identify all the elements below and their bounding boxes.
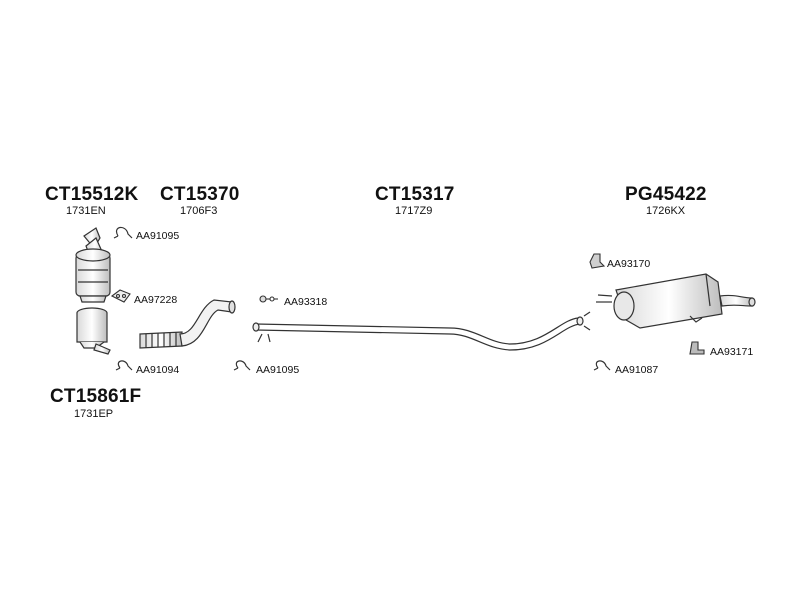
accessory-label-gasket[interactable]: AA97228	[134, 294, 178, 306]
front-pipe-image[interactable]	[139, 299, 236, 349]
oe-ref-particulate-filter: 1731EP	[74, 408, 114, 420]
bolt-icon[interactable]	[259, 295, 278, 303]
part-code-rear-silencer[interactable]: PG45422	[625, 184, 707, 205]
part-code-particulate-filter[interactable]: CT15861F	[50, 386, 142, 407]
particulate-filter-image[interactable]	[76, 307, 111, 355]
oe-ref-front-pipe: 1706F3	[180, 205, 218, 217]
part-code-intermediate-pipe[interactable]: CT15317	[375, 184, 455, 205]
accessory-label-clamp-1[interactable]: AA91095	[136, 230, 180, 242]
accessory-label-clamp-3[interactable]: AA91095	[256, 364, 300, 376]
oe-ref-rear-silencer: 1726KX	[646, 205, 686, 217]
rubber-mount-icon[interactable]	[689, 341, 705, 355]
accessory-label-clamp-4[interactable]: AA91087	[615, 364, 659, 376]
clamp-icon[interactable]	[113, 226, 133, 239]
rear-silencer-image[interactable]	[596, 273, 756, 329]
clamp-icon[interactable]	[593, 360, 611, 371]
gasket-icon[interactable]	[110, 289, 131, 303]
oe-ref-catalyst: 1731EN	[66, 205, 106, 217]
part-code-front-pipe[interactable]: CT15370	[160, 184, 240, 205]
clamp-icon[interactable]	[233, 360, 251, 371]
accessory-label-bracket[interactable]: AA93170	[607, 258, 651, 270]
catalyst-image[interactable]	[75, 227, 111, 303]
oe-ref-intermediate-pipe: 1717Z9	[395, 205, 433, 217]
accessory-label-rubber-mount[interactable]: AA93171	[710, 346, 754, 358]
part-code-catalyst[interactable]: CT15512K	[45, 184, 139, 205]
intermediate-pipe-image[interactable]	[252, 311, 591, 351]
accessory-label-bolt[interactable]: AA93318	[284, 296, 328, 308]
bracket-icon[interactable]	[589, 253, 606, 269]
accessory-label-clamp-2[interactable]: AA91094	[136, 364, 180, 376]
clamp-icon[interactable]	[115, 360, 133, 371]
